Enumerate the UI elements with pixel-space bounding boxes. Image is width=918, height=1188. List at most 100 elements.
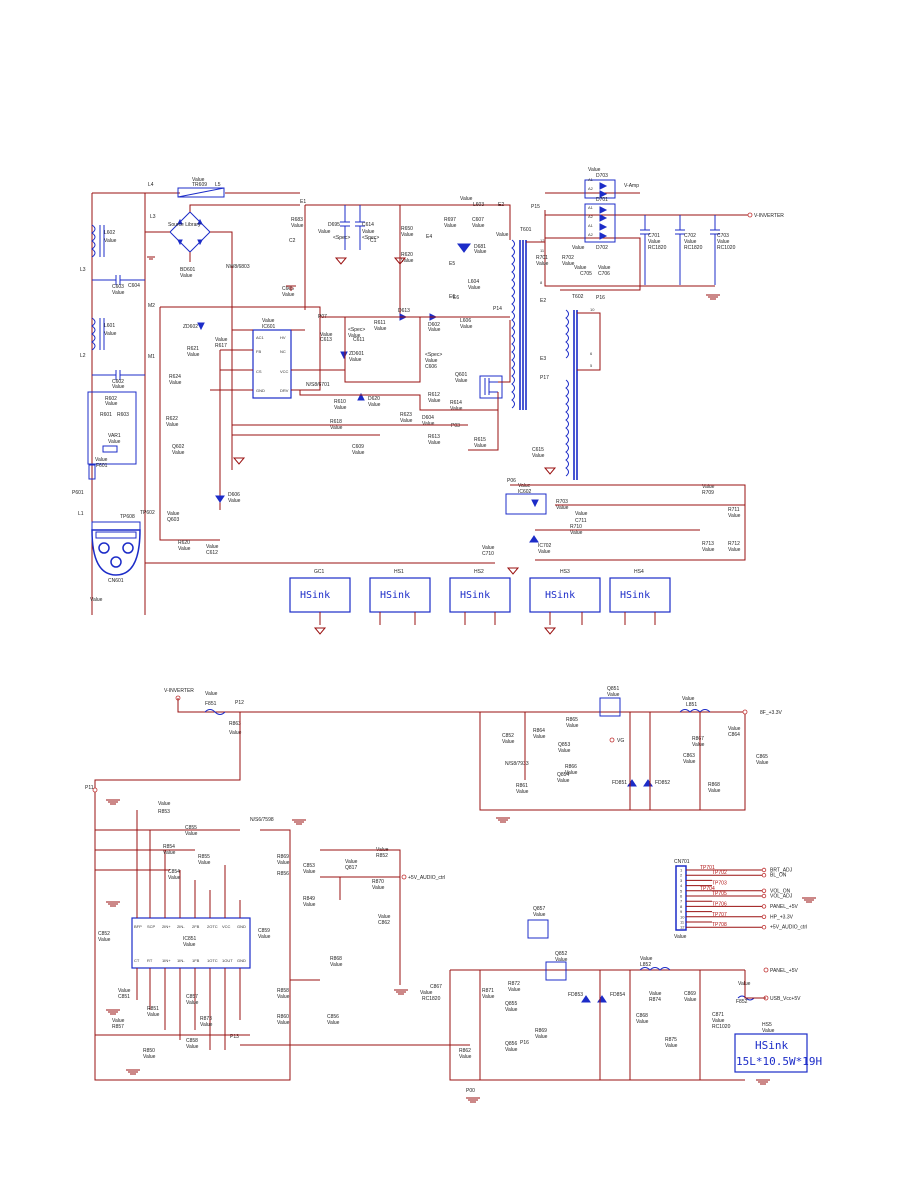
svg-text:HSink: HSink: [460, 590, 490, 601]
svg-text:Value: Value: [163, 850, 176, 856]
svg-text:Value: Value: [708, 788, 721, 794]
svg-text:2IN-: 2IN-: [177, 924, 185, 929]
svg-text:RC1020: RC1020: [717, 245, 736, 251]
svg-text:R869: R869: [277, 854, 289, 860]
svg-text:HSink: HSink: [545, 590, 575, 601]
svg-text:C711: C711: [575, 518, 587, 524]
svg-text:C609: C609: [352, 444, 364, 450]
svg-text:Value: Value: [575, 511, 588, 517]
svg-text:R617: R617: [215, 343, 227, 349]
svg-text:Value: Value: [598, 265, 611, 271]
cn701-pin-number: 11: [680, 920, 685, 925]
svg-text:E2: E2: [540, 298, 546, 304]
svg-text:C869: C869: [684, 991, 696, 997]
svg-text:12: 12: [540, 238, 545, 243]
svg-text:Value: Value: [505, 1047, 518, 1053]
svg-text:Value: Value: [728, 726, 741, 732]
svg-text:Value: Value: [420, 990, 433, 996]
svg-text:FD851: FD851: [612, 780, 627, 786]
svg-text:Value: Value: [692, 742, 705, 748]
svg-text:10: 10: [590, 307, 595, 312]
svg-text:C611: C611: [353, 337, 365, 343]
svg-text:Value: Value: [228, 498, 241, 504]
svg-text:C851: C851: [118, 994, 130, 1000]
svg-text:C1: C1: [370, 238, 377, 244]
svg-text:R868: R868: [708, 782, 720, 788]
svg-text:Value: Value: [428, 440, 441, 446]
svg-text:Value: Value: [345, 859, 358, 865]
aux-circuit: Value C613 <Spec> Value C611 ZD601 Value…: [320, 306, 502, 370]
svg-text:A2: A2: [588, 186, 594, 191]
svg-text:2OTC: 2OTC: [207, 924, 218, 929]
svg-text:Value: Value: [702, 484, 715, 490]
svg-text:Value: Value: [401, 232, 414, 238]
svg-text:F601: F601: [96, 463, 108, 469]
svg-text:Value: Value: [186, 1000, 199, 1006]
svg-text:L4: L4: [148, 182, 154, 188]
svg-text:C607: C607: [472, 217, 484, 223]
svg-text:D701: D701: [596, 197, 608, 203]
svg-text:Q857: Q857: [533, 906, 545, 912]
svg-text:R624: R624: [169, 374, 181, 380]
cn701-net-pad: [761, 888, 767, 893]
svg-text:Value: Value: [665, 1043, 678, 1049]
svg-text:C855: C855: [185, 825, 197, 831]
svg-text:R697: R697: [444, 217, 456, 223]
thermistor-tr609: Value TR609 L4 L5: [148, 177, 225, 198]
cn701-testpoint: TP703: [712, 881, 727, 887]
heatsink-hs3: HS3 HSink: [529, 569, 601, 613]
svg-text:R614: R614: [450, 400, 462, 406]
svg-text:R865: R865: [566, 717, 578, 723]
svg-text:Value: Value: [516, 789, 529, 795]
svg-text:RC1820: RC1820: [422, 996, 441, 1002]
svg-text:Value: Value: [728, 547, 741, 553]
svg-text:IC601: IC601: [262, 324, 276, 330]
svg-text:N/S6/7598: N/S6/7598: [250, 817, 274, 823]
heatsink-hs2: HS2 HSink: [449, 569, 511, 613]
svg-text:GC1: GC1: [314, 569, 325, 575]
svg-text:RC1820: RC1820: [648, 245, 667, 251]
svg-text:C853: C853: [303, 863, 315, 869]
svg-text:R710: R710: [570, 524, 582, 530]
cn701-pin-number: 1: [680, 868, 683, 873]
svg-text:R853: R853: [158, 809, 170, 815]
svg-text:Q855: Q855: [505, 1001, 517, 1007]
svg-text:Value: Value: [712, 1018, 725, 1024]
cn701-pin-number: 8: [680, 904, 683, 909]
svg-text:T602: T602: [572, 294, 584, 300]
svg-text:2IN+: 2IN+: [162, 924, 171, 929]
svg-text:Value: Value: [518, 483, 531, 489]
start-circuit: D606 Value Value Q603 R620 Value Value C…: [167, 492, 241, 556]
svg-text:Q602: Q602: [172, 444, 184, 450]
svg-text:Value: Value: [538, 549, 551, 555]
svg-text:1IN-: 1IN-: [177, 958, 185, 963]
svg-text:USB_Vcc+5V: USB_Vcc+5V: [770, 996, 801, 1002]
svg-text:Value: Value: [198, 860, 211, 866]
svg-text:P14: P14: [493, 306, 502, 312]
cn701-net-label: BL_ON: [770, 873, 787, 879]
svg-text:C710: C710: [482, 551, 494, 557]
svg-text:FB: FB: [256, 349, 261, 354]
svg-text:Value: Value: [327, 1020, 340, 1026]
svg-text:R713: R713: [702, 541, 714, 547]
svg-text:R850: R850: [143, 1048, 155, 1054]
cn701-net-label: VOL_ADJ: [770, 894, 793, 900]
svg-text:FD854: FD854: [610, 992, 625, 998]
heatsink-hs4: HS4 HSink: [609, 569, 671, 613]
cn701-net-label: BRT_ADJ: [770, 868, 793, 874]
svg-text:R867: R867: [692, 736, 704, 742]
svg-text:C856: C856: [327, 1014, 339, 1020]
bleeder-resistors: R602 Value R601 R603 VAR1 Value: [87, 391, 137, 465]
svg-text:R851: R851: [147, 1006, 159, 1012]
svg-text:Value: Value: [738, 981, 751, 987]
svg-text:R855: R855: [198, 854, 210, 860]
svg-text:Value: Value: [318, 229, 331, 235]
cn701-pin-number: 5: [680, 888, 683, 893]
svg-text:M1: M1: [148, 354, 155, 360]
cn701-net-pad: [761, 893, 767, 899]
svg-text:Value: Value: [112, 290, 125, 296]
svg-text:C867: C867: [430, 984, 442, 990]
svg-text:Value: Value: [574, 265, 587, 271]
svg-text:E1: E1: [300, 199, 306, 205]
choke-l602: L602 Value: [91, 224, 117, 258]
